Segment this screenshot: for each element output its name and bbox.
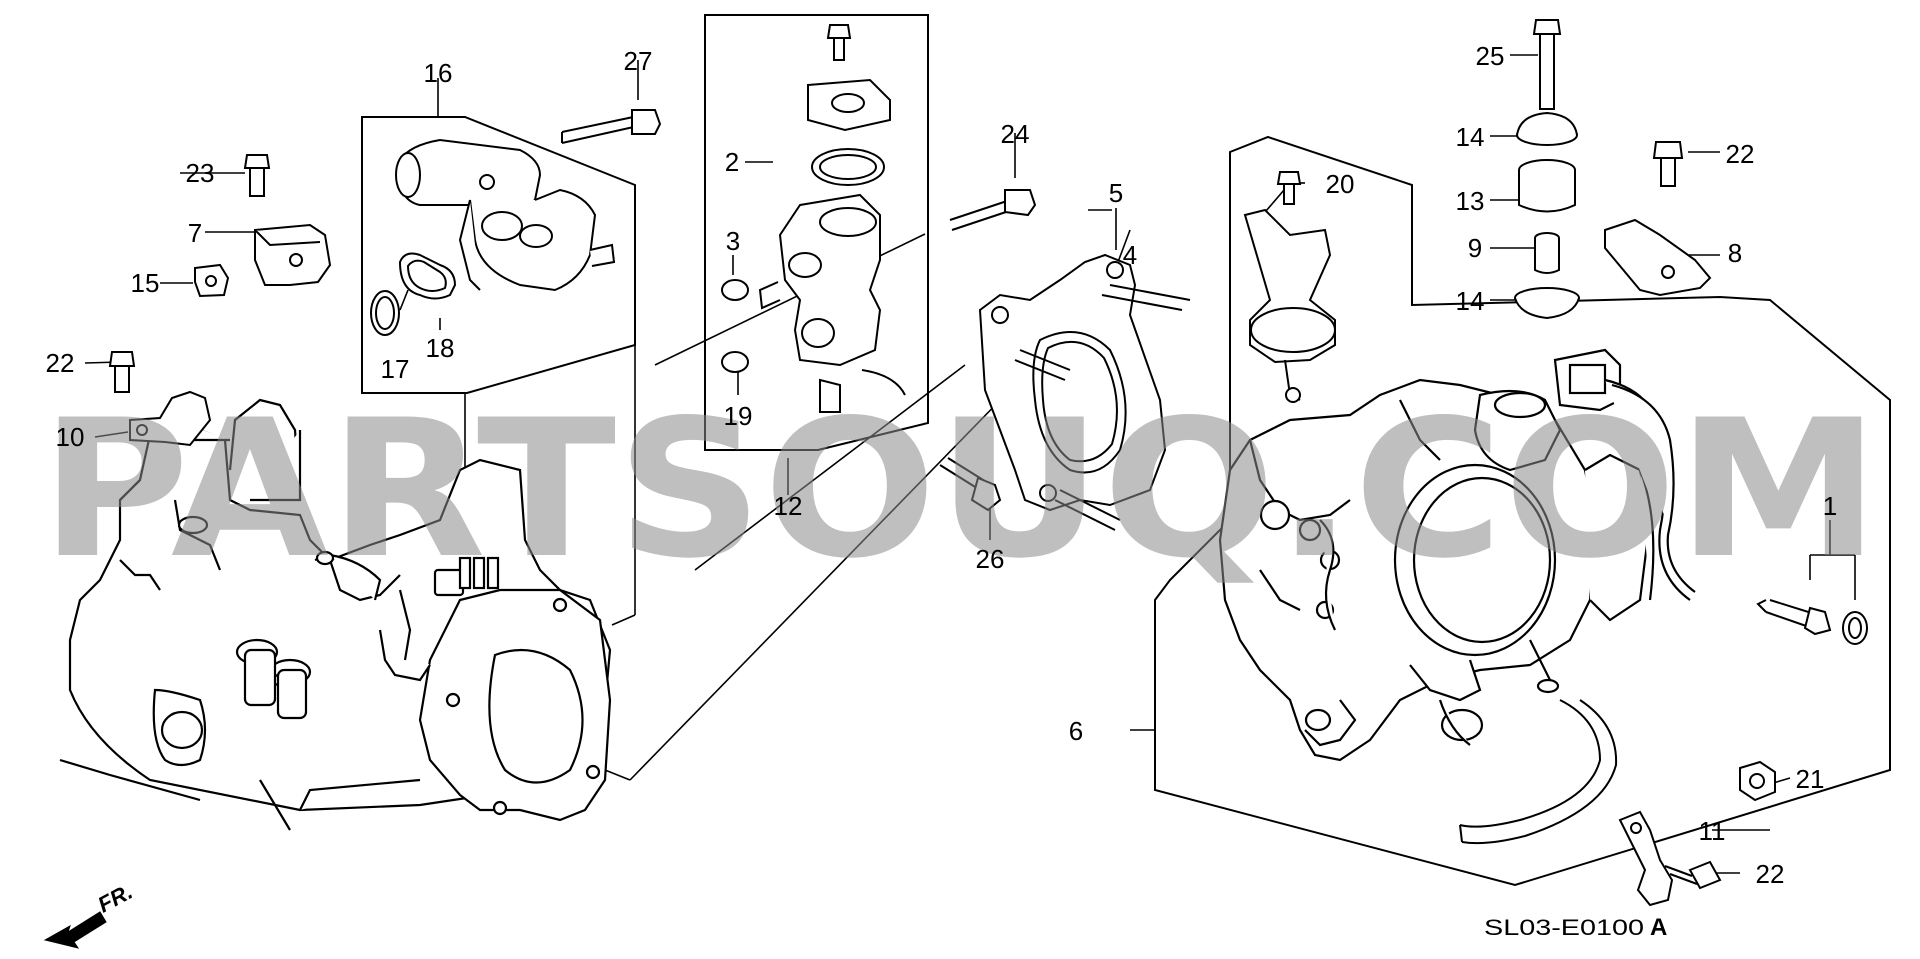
front-direction-arrow-icon — [43, 911, 107, 949]
bolt-24-drawing — [949, 189, 1037, 231]
idle-adjust-screw-drawing — [1756, 599, 1868, 645]
callout-4: 4 — [1123, 240, 1137, 270]
bracket-7-drawing — [254, 223, 332, 286]
callout-19: 19 — [724, 401, 753, 431]
nut-21-drawing — [1739, 760, 1776, 802]
clip-15-drawing — [194, 263, 230, 298]
o-rings-3-19-drawing — [721, 279, 749, 373]
throttle-body-drawing — [1218, 348, 1696, 762]
callout-25: 25 — [1476, 41, 1505, 71]
callout-23: 23 — [186, 158, 215, 188]
diagram-code-text: SL03-E0100 — [1484, 915, 1644, 940]
callout-10: 10 — [56, 422, 85, 452]
diagram-code-suffix: A — [1650, 914, 1667, 941]
callout-16: 16 — [424, 58, 453, 88]
callout-5: 5 — [1109, 178, 1123, 208]
bolt-27-drawing — [561, 109, 662, 144]
callout-20: 20 — [1326, 169, 1355, 199]
pcv-hose-drawing — [1459, 699, 1618, 845]
callout-6: 6 — [1069, 716, 1083, 746]
callout-2: 2 — [725, 147, 739, 177]
callout-1: 1 — [1823, 491, 1837, 521]
idle-air-control-valve-drawing — [395, 138, 616, 292]
diagram-code: SL03-E0100 A — [1484, 914, 1667, 941]
watermark: PARTSOUQ.COM — [40, 379, 1880, 600]
callout-24: 24 — [1001, 119, 1030, 149]
callout-9: 9 — [1468, 233, 1482, 263]
throttle-spacer-drawing — [978, 253, 1191, 531]
bracket-10-drawing — [129, 390, 212, 447]
bolt-26-drawing — [939, 457, 1002, 512]
callout-12: 12 — [774, 491, 803, 521]
callout-11: 11 — [1699, 816, 1726, 846]
callout-18: 18 — [426, 333, 455, 363]
iacv-gaskets-drawing — [370, 252, 457, 336]
clip-11-drawing — [1618, 810, 1674, 907]
callout-3: 3 — [726, 226, 740, 256]
callout-21: 21 — [1796, 764, 1825, 794]
callout-22-left: 22 — [46, 348, 75, 378]
screw-20-drawing — [1276, 171, 1302, 205]
callout-14-top: 14 — [1456, 122, 1485, 152]
mount-stack-drawing — [1514, 19, 1580, 320]
fast-idle-valve-drawing — [758, 78, 906, 413]
callout-26: 26 — [976, 544, 1005, 574]
callout-17: 17 — [381, 354, 410, 384]
bolt-23-drawing — [243, 154, 271, 197]
callout-14-bottom: 14 — [1456, 286, 1485, 316]
callout-7: 7 — [188, 218, 202, 248]
callout-22-top-right: 22 — [1726, 139, 1755, 169]
callout-15: 15 — [131, 268, 160, 298]
callout-13: 13 — [1456, 186, 1485, 216]
intake-manifold-drawing — [59, 398, 612, 831]
callout-8: 8 — [1728, 238, 1742, 268]
callout-labels: 1 2 3 4 5 6 7 8 9 10 11 12 13 14 14 15 1… — [46, 41, 1838, 889]
callout-27: 27 — [624, 46, 653, 76]
dashpot-diaphragm-drawing — [1243, 208, 1336, 403]
screw-top-fast-idle-drawing — [826, 24, 852, 61]
callout-22-bottom-right: 22 — [1756, 859, 1785, 889]
bracket-8-drawing — [1604, 218, 1712, 297]
bolt-22-bottom-right-drawing — [1664, 860, 1722, 890]
bolt-22-left-drawing — [108, 351, 136, 393]
bolt-22-top-right-drawing — [1652, 141, 1684, 187]
